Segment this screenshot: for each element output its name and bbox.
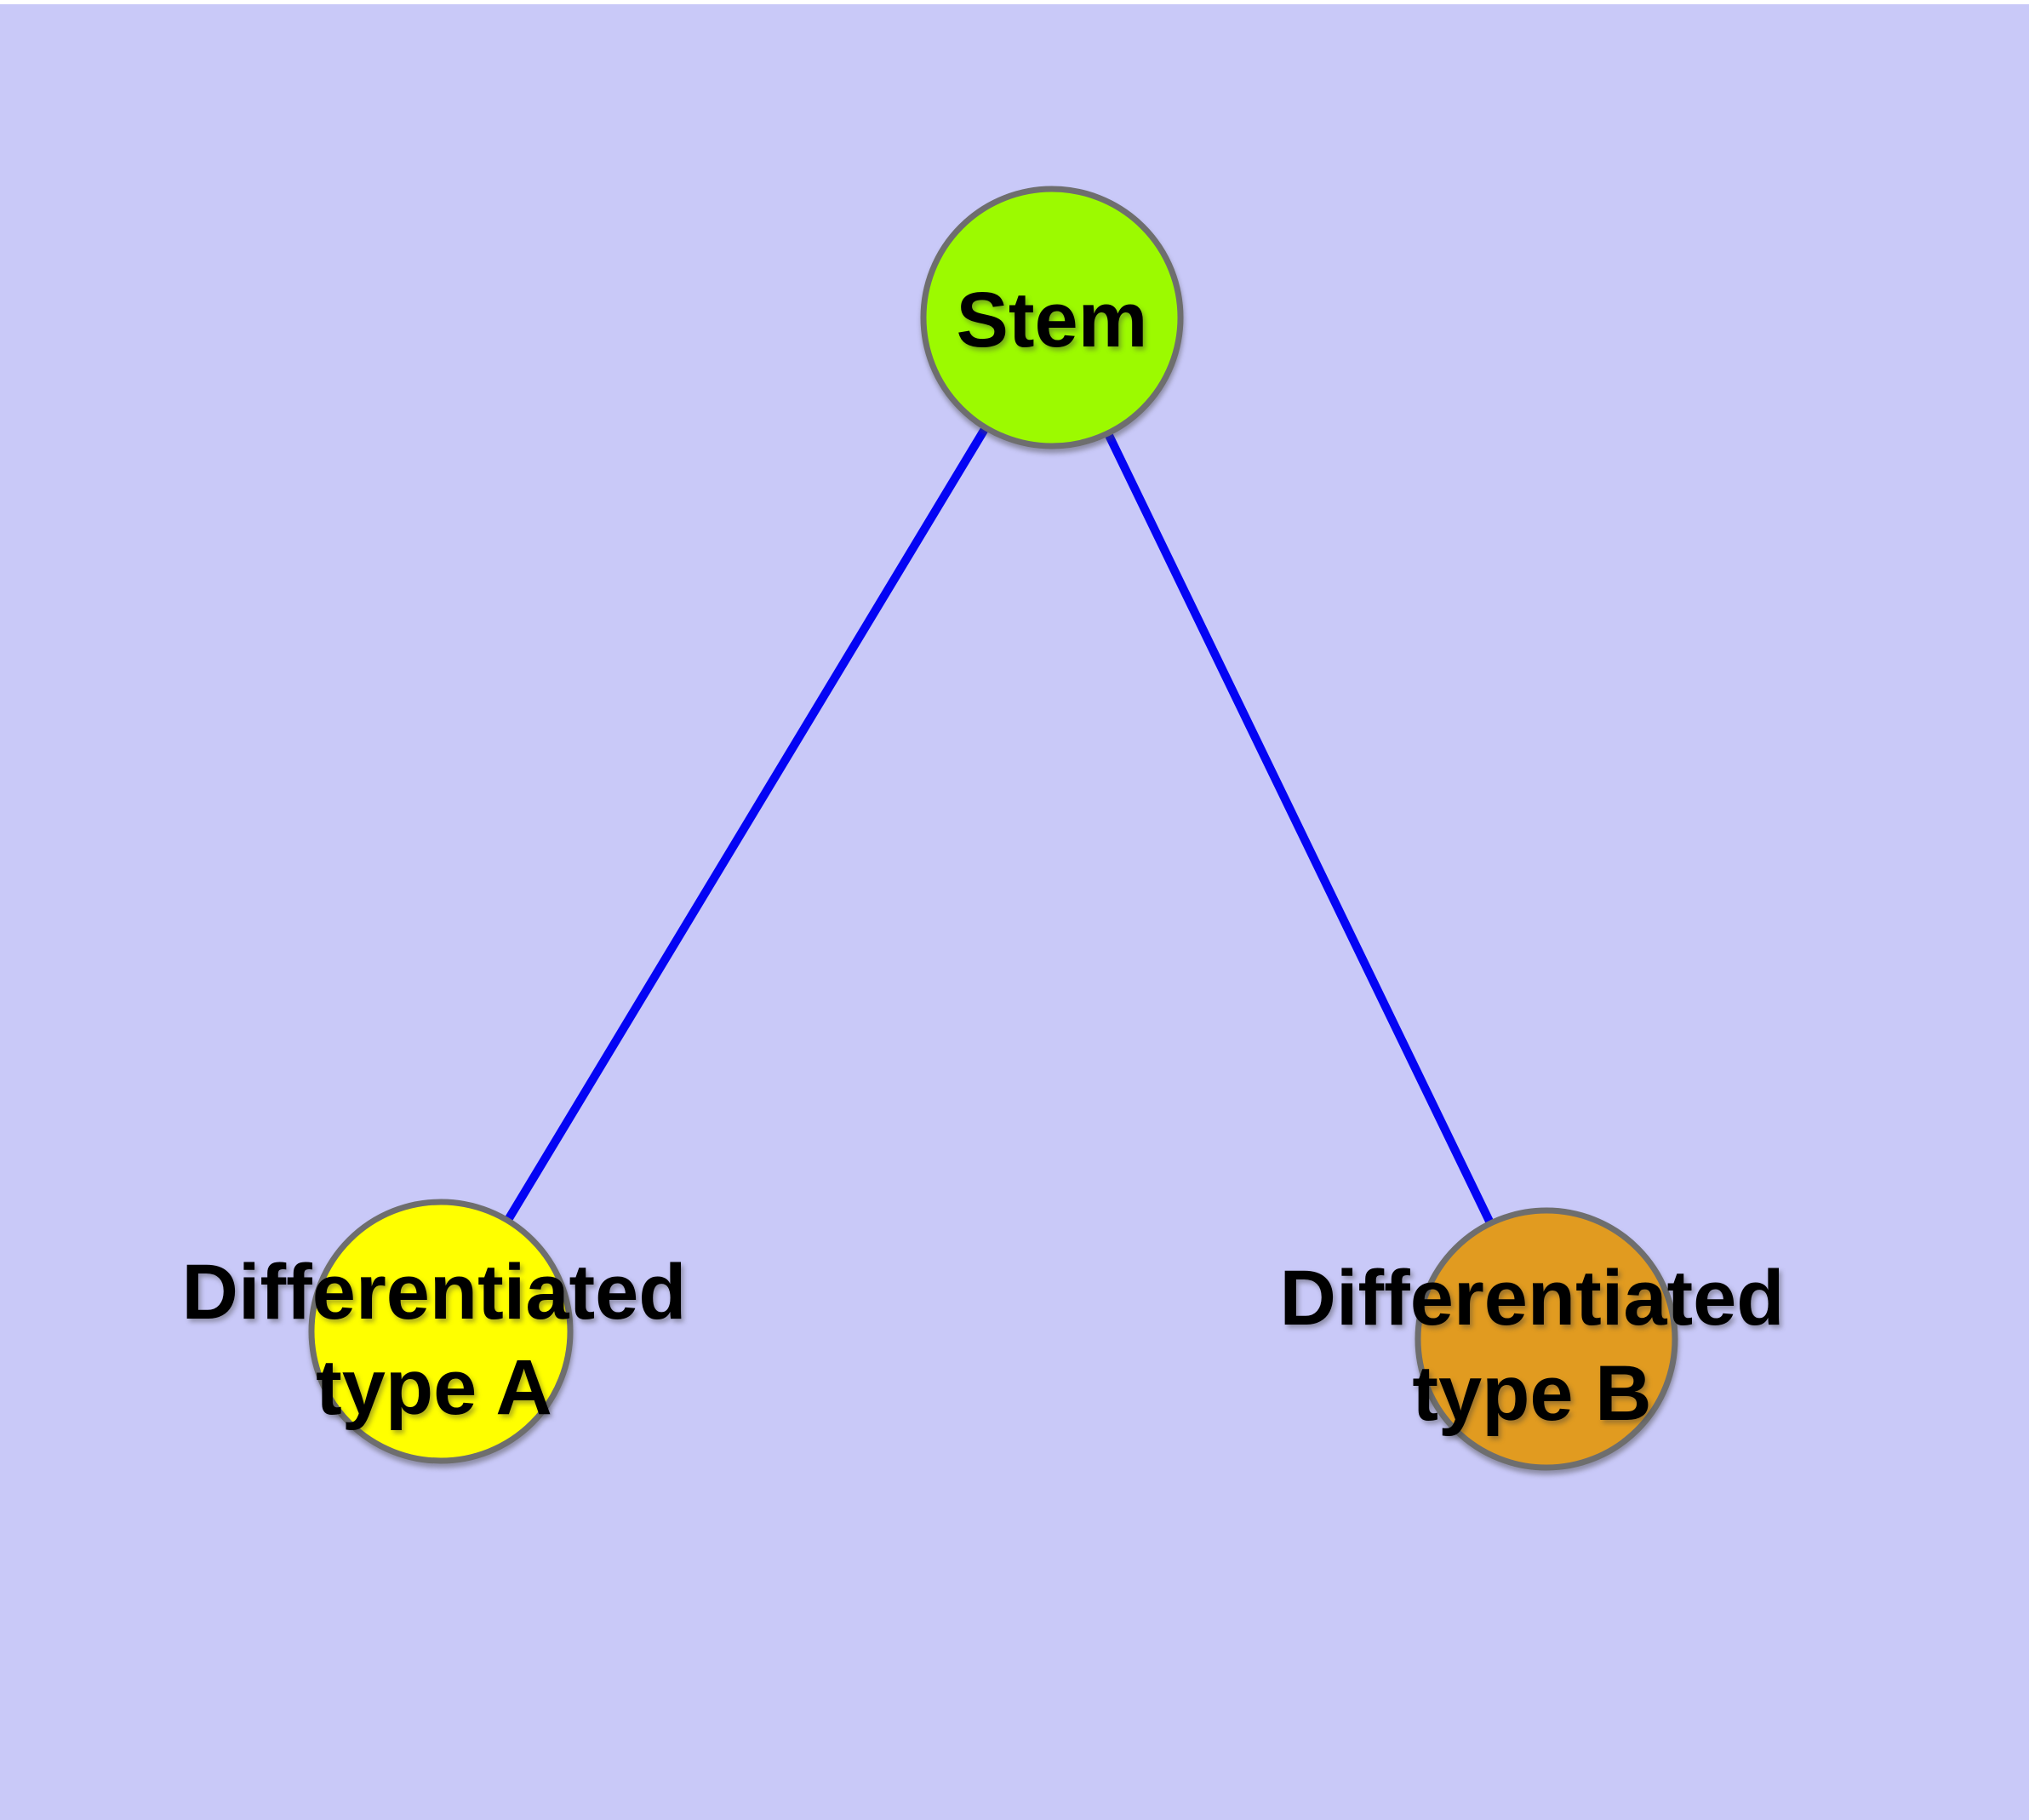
edge-stem-to-type-b (1048, 315, 1551, 1342)
node-type-b-label-line2: type B (1412, 1350, 1651, 1437)
node-type-b-label-line1: Differentiated (1280, 1255, 1785, 1342)
node-stem-label: Stem (957, 277, 1148, 363)
node-type-b-circle (1415, 1207, 1678, 1471)
top-margin-strip (0, 0, 2029, 4)
label-layer: Stem Differentiated type A Differentiate… (182, 277, 1785, 1437)
edge-layer (437, 315, 1551, 1342)
node-type-a-label-line2: type A (316, 1344, 552, 1431)
edge-stem-to-type-a (437, 315, 1056, 1334)
node-layer (308, 186, 1678, 1471)
node-type-a-circle (308, 1199, 574, 1464)
node-stem-circle (920, 186, 1184, 449)
node-type-a-label-line1: Differentiated (182, 1249, 687, 1336)
